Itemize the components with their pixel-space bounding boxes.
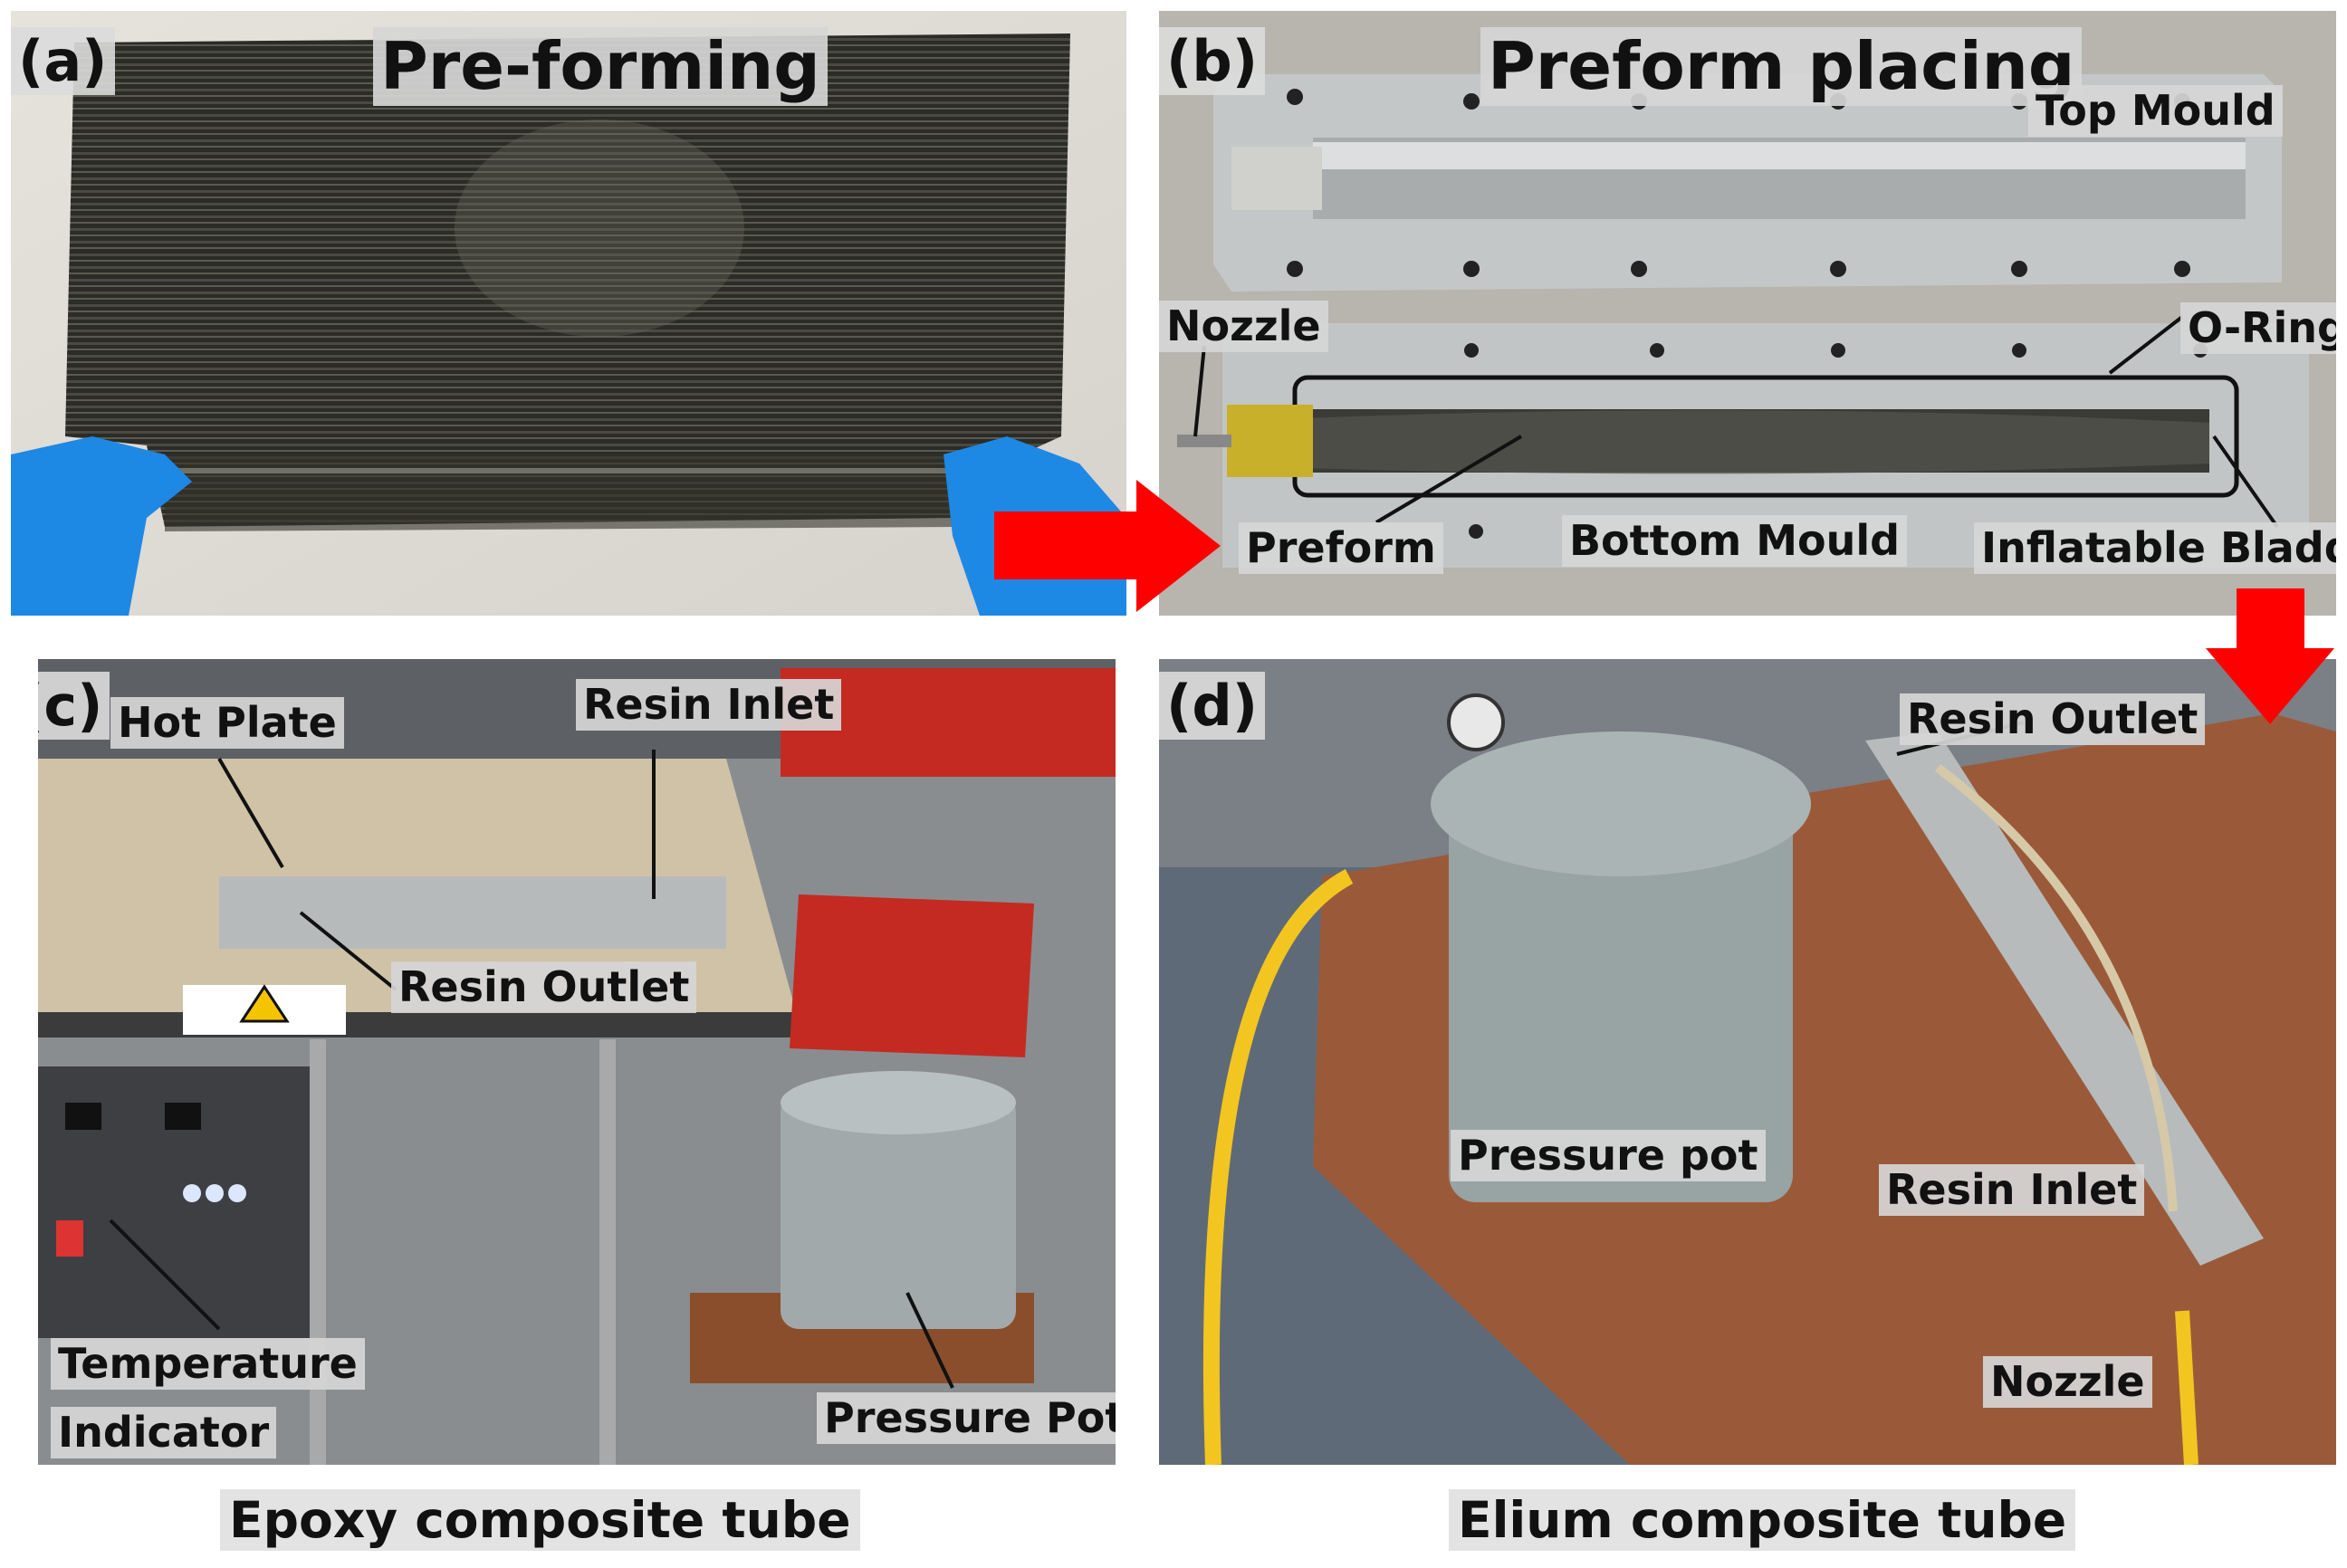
- panel-a-letter: (a): [11, 27, 115, 96]
- elium-setup-image: [1159, 659, 2336, 1465]
- left-glove: [11, 436, 192, 616]
- label-top-mould: Top Mould: [2028, 85, 2283, 137]
- caption-elium: Elium composite tube: [1449, 1489, 2076, 1551]
- label-hot-plate: Hot Plate: [110, 697, 344, 749]
- panel-b-letter: (b): [1159, 27, 1266, 96]
- label-bottom-mould: Bottom Mould: [1562, 515, 1908, 567]
- panel-d-letter: (d): [1159, 672, 1266, 741]
- panel-c-photo: (c) Hot Plate Resin Inlet Resin Outlet T…: [38, 659, 1116, 1465]
- caption-epoxy: Epoxy composite tube: [220, 1489, 860, 1551]
- label-resin-inlet-d: Resin Inlet: [1879, 1164, 2145, 1216]
- label-temperature-line1: Temperature: [51, 1338, 365, 1390]
- label-preform: Preform: [1239, 522, 1443, 574]
- label-pressure-pot-d: Pressure pot: [1451, 1130, 1766, 1181]
- panel-b-photo: (b) Preform placing Top Mould Nozzle O-R…: [1159, 11, 2336, 616]
- label-temperature-line2: Indicator: [51, 1407, 277, 1458]
- label-nozzle-b: Nozzle: [1159, 301, 1328, 352]
- panel-a-title: Pre-forming: [373, 27, 828, 106]
- label-inflatable-bladder: Inflatable Bladder: [1974, 522, 2336, 574]
- label-resin-inlet-c: Resin Inlet: [576, 679, 842, 731]
- panel-d-photo: (d) Resin Outlet Pressure pot Resin Inle…: [1159, 659, 2336, 1465]
- panel-c-letter: (c): [38, 672, 110, 741]
- label-resin-outlet-d: Resin Outlet: [1900, 693, 2206, 745]
- label-nozzle-d: Nozzle: [1983, 1356, 2152, 1408]
- label-resin-outlet-c: Resin Outlet: [391, 961, 697, 1013]
- panel-b-title: Preform placing: [1480, 27, 2083, 106]
- label-pressure-pot-c: Pressure Pot: [817, 1392, 1116, 1444]
- epoxy-setup-image: [38, 659, 1116, 1465]
- panel-a-photo: (a) Pre-forming: [11, 11, 1126, 616]
- label-o-ring: O-Ring: [2180, 302, 2336, 354]
